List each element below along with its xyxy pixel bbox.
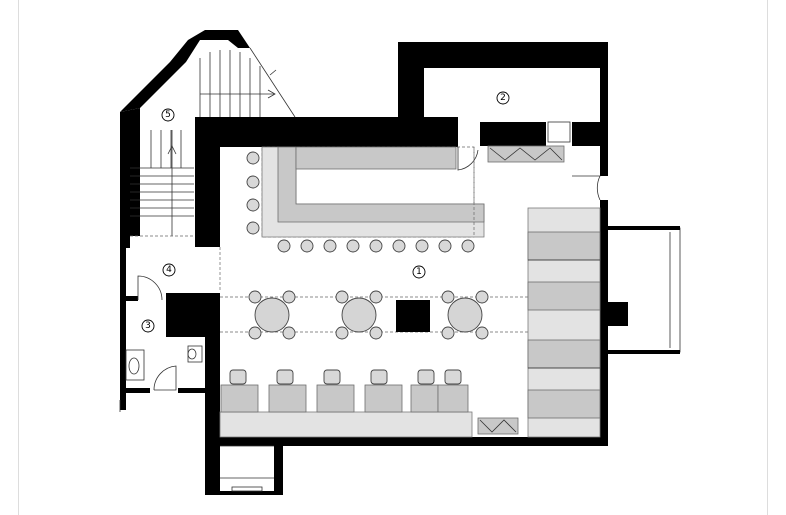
- terrace: [608, 226, 681, 354]
- room-number-4: 4: [166, 265, 172, 275]
- south-booths: [219, 369, 473, 438]
- round-table-2: [335, 290, 383, 340]
- wall-south-annex-right: [274, 437, 283, 495]
- restroom-fixtures: [119, 345, 203, 412]
- staircase: [130, 47, 296, 237]
- room-label-3: 3: [141, 319, 155, 333]
- wall-west-block: [166, 293, 220, 337]
- wall-restroom-bottom-b: [178, 388, 220, 393]
- room-number-3: 3: [145, 321, 151, 331]
- wall-kitchen-bottom-b: [572, 122, 608, 146]
- round-table-1: [248, 290, 296, 340]
- wall-stair-left: [120, 108, 140, 248]
- bar-counter: [261, 146, 485, 238]
- walls: [120, 30, 628, 495]
- wall-restroom-left: [120, 300, 126, 410]
- room-label-4: 4: [162, 263, 176, 277]
- dining-tables: [248, 290, 489, 340]
- wall-west-upper: [195, 117, 220, 247]
- wall-kitchen-right: [600, 42, 608, 176]
- room-label-1: 1: [412, 265, 426, 279]
- wall-west-lower: [205, 337, 220, 495]
- wall-east-pier: [600, 302, 628, 326]
- east-banquette: [527, 207, 601, 438]
- wall-vestibule-left: [120, 248, 126, 300]
- wall-south-annex-bottom: [205, 491, 283, 495]
- bar-stools: [246, 151, 475, 253]
- south-annex: [220, 445, 274, 492]
- wall-stair-top: [170, 30, 250, 62]
- room-number-2: 2: [500, 93, 506, 103]
- service-counter: [477, 417, 519, 435]
- wall-between-3-4: [126, 296, 138, 301]
- wall-restroom-bottom: [120, 388, 150, 393]
- room-label-5: 5: [161, 108, 175, 122]
- room-label-2: 2: [496, 91, 510, 105]
- room-number-5: 5: [165, 110, 171, 120]
- wall-kitchen-bottom-a: [480, 122, 546, 146]
- room-number-1: 1: [416, 267, 422, 277]
- wall-south: [205, 437, 608, 446]
- round-table-3: [441, 290, 489, 340]
- column: [396, 300, 430, 332]
- wall-kitchen-top: [398, 42, 608, 68]
- wall-stair-diag-left: [120, 62, 186, 112]
- doors: [137, 121, 601, 391]
- kitchen-counter: [487, 145, 565, 163]
